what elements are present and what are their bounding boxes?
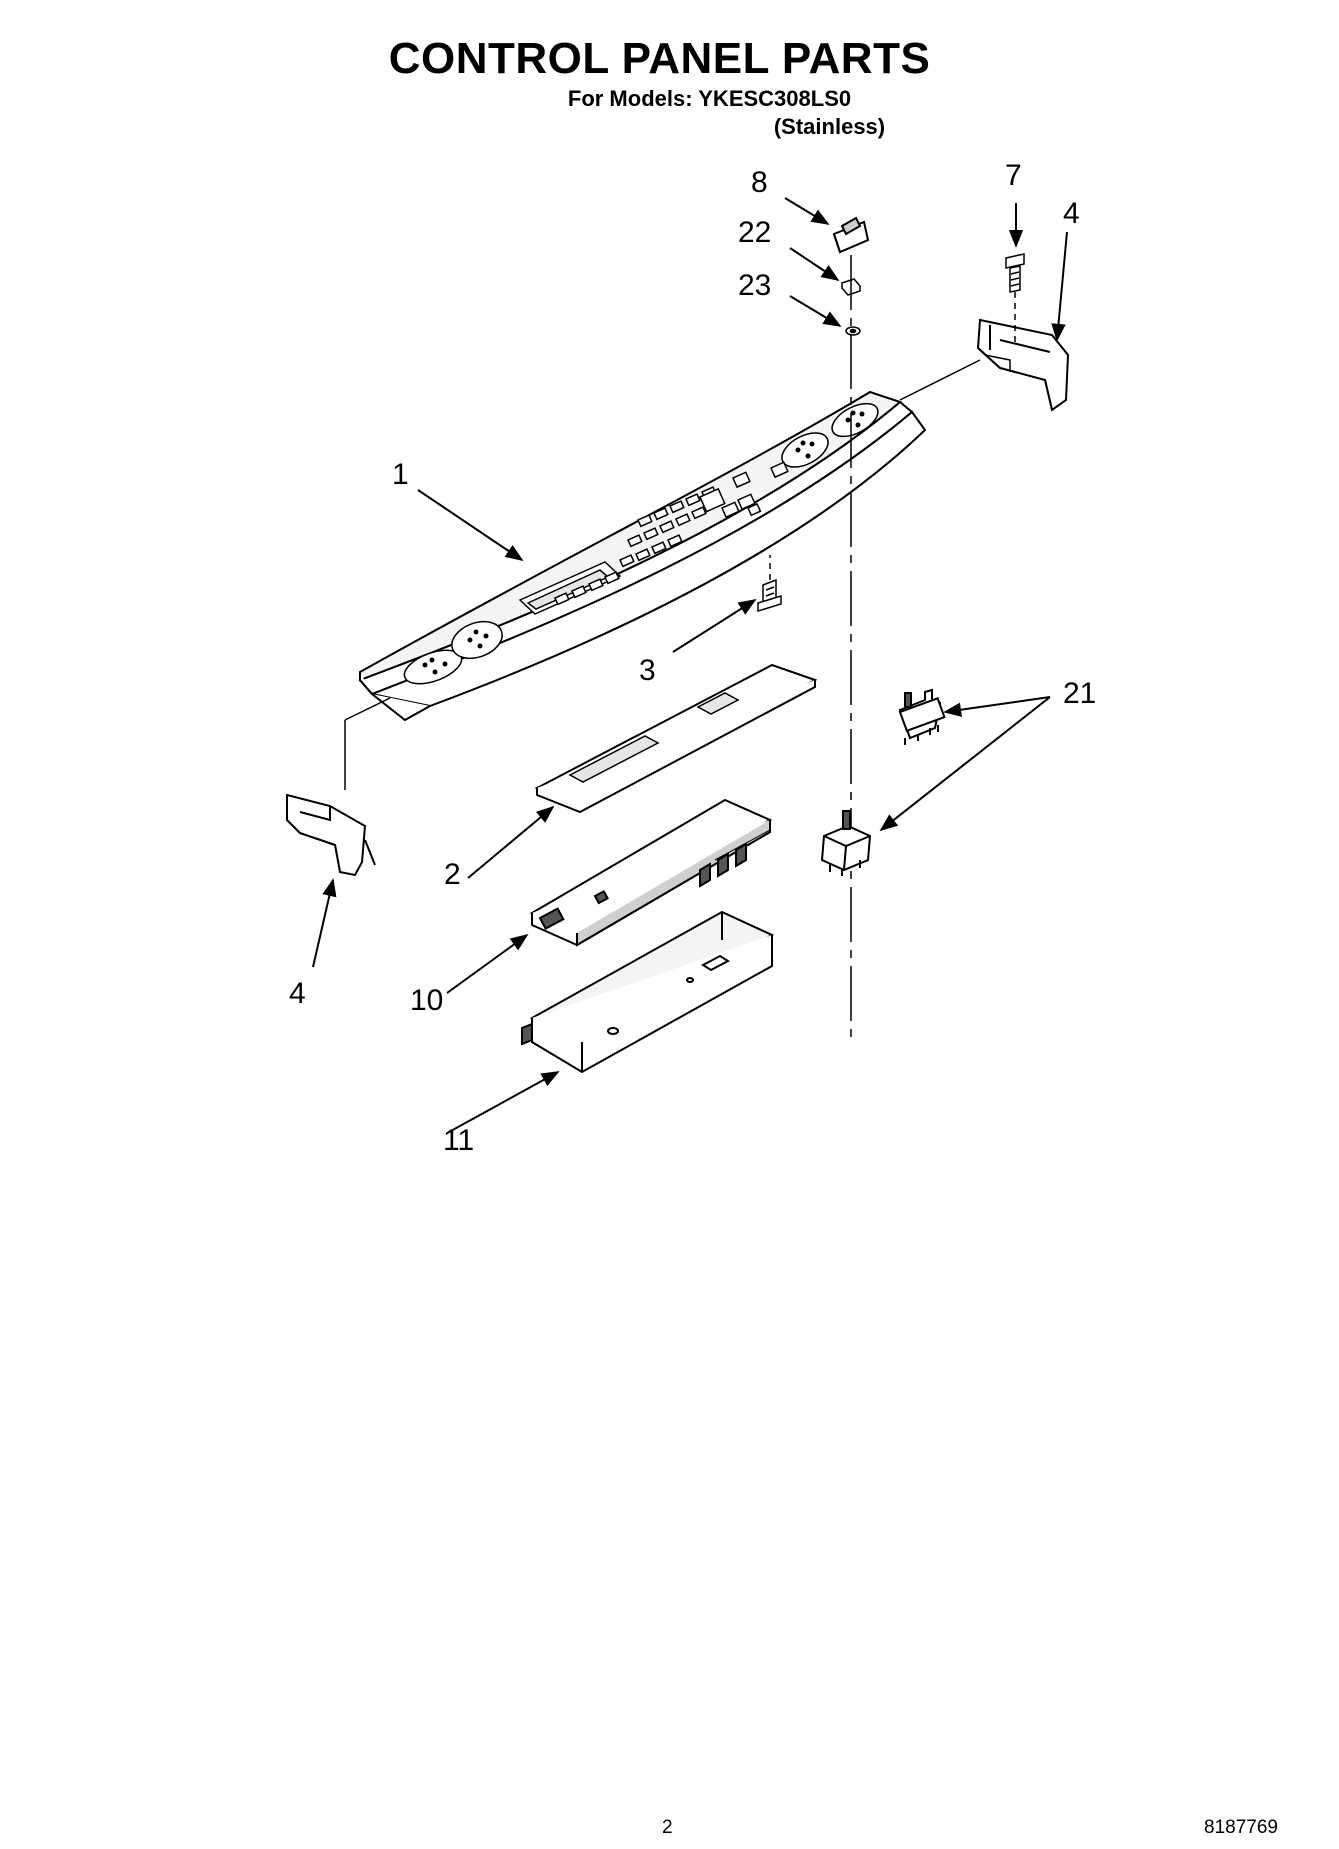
control-panel-display-keypad [518,461,789,615]
callout-2: 2 [444,858,461,891]
callout-4-right: 4 [1063,197,1080,230]
screw-top-right-part [1005,253,1025,345]
callout-3: 3 [639,654,656,687]
callout-11: 11 [443,1124,474,1157]
models-line: For Models: YKESC308LS0 [567,86,852,111]
screw-part [757,555,782,613]
control-panel-burner-knob-zones [403,402,879,685]
callout-leaders [312,197,1068,1133]
variant-line: (Stainless) [773,114,886,139]
callout-10: 10 [410,984,443,1017]
housing-part [521,910,775,1074]
callout-21: 21 [1063,677,1096,710]
knob-part [832,216,870,254]
overlay-part [534,663,818,814]
document-number: 8187769 [1204,1817,1278,1838]
page-title: CONTROL PANEL PARTS [388,34,931,83]
callout-8: 8 [751,166,768,199]
control-panel-burner-dots [422,410,865,675]
callout-22: 22 [738,216,771,249]
end-cap-right-part [899,318,1070,412]
end-cap-left-part [286,697,391,877]
callout-4-left: 4 [289,977,306,1010]
callout-1: 1 [392,458,409,491]
infinite-switch-upper-part [898,688,946,745]
callout-23: 23 [738,269,771,302]
infinite-switch-lower-part [820,810,872,876]
electronic-control-part [529,798,773,947]
page-number: 2 [662,1817,673,1838]
washer-part [845,326,861,336]
callout-7: 7 [1005,159,1022,192]
